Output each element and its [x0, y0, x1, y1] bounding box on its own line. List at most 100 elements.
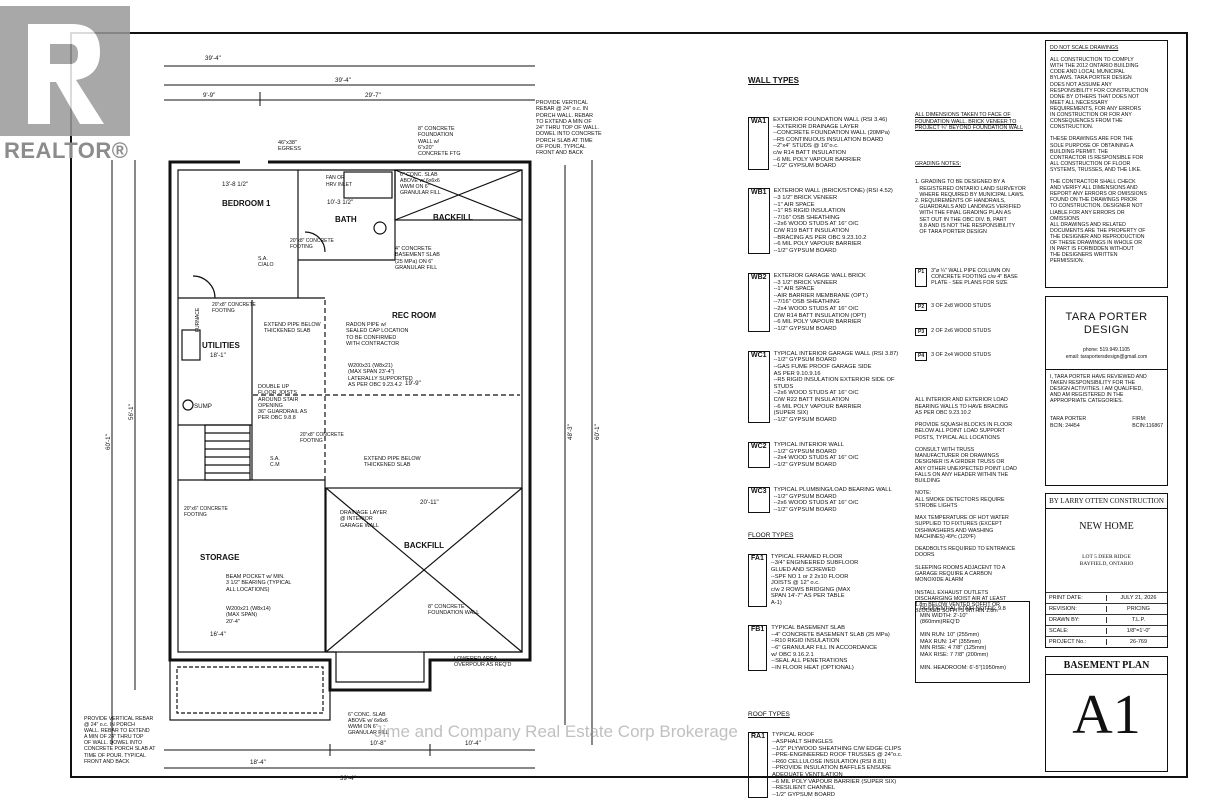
note-beam-2: W200x21 (W8x14) (MAX SPAN) 20'-4" — [226, 606, 271, 625]
stair-notes-body: MIN WIDTH: 2'-10" (860mm)REQ'D MIN RUN: … — [920, 612, 1007, 671]
tb-row-revision: REVISION:PRICING — [1046, 603, 1167, 614]
dim-top-second: 39'-4" — [335, 77, 351, 84]
dim-left-overall: 60'-1" — [105, 434, 112, 450]
floor-type-text: TYPICAL FRAMED FLOOR --3/4" ENGINEERED S… — [770, 553, 859, 606]
note-beam: W200x31 (W8x21) (MAX SPAN 23'-4") LATERA… — [348, 363, 413, 388]
post-text: 2 OF 2x6 WOOD STUDS — [931, 327, 991, 334]
dim-right-overall: 60'-1" — [594, 424, 601, 440]
foundation-wall-inner — [177, 169, 523, 683]
realtor-r-icon — [0, 6, 130, 136]
garage-dim: 20'-11" — [420, 499, 439, 506]
project-address: LOT 5 DEER RIDGE BAYFIELD, ONTARIO — [1079, 554, 1134, 567]
garage-backfill-area — [325, 487, 523, 653]
util-dim: 18'-1" — [210, 352, 226, 359]
floor-type-tag: FA1 — [748, 553, 767, 607]
note-lowered-area: LOWERED AREA OVERPOUR AS REQ'D — [454, 656, 512, 669]
note-concrete-foundation: 8" CONCRETE FOUNDATION WALL w/ 6"x20" CO… — [418, 126, 461, 158]
note-footing-1: 20"x8" CONCRETE FOOTING — [290, 238, 334, 250]
designer-signature: TARA PORTER BCIN: 24454 — [1050, 416, 1087, 429]
project-title-block: BY LARRY OTTEN CONSTRUCTION NEW HOME LOT… — [1045, 493, 1168, 648]
floor-type-text: TYPICAL BASEMENT SLAB --4" CONCRETE BASE… — [771, 625, 890, 671]
note-concrete-slab-top: 6" CONC. SLAB ABOVE w/ 6x6x6 WWM ON 6" G… — [400, 172, 441, 197]
drawing-sheet-border — [70, 32, 1188, 778]
builder-name: BY LARRY OTTEN CONSTRUCTION — [1046, 494, 1167, 509]
tb-label: SCALE: — [1049, 628, 1069, 634]
rec-dim: 19'-9" — [405, 380, 421, 387]
stair — [204, 424, 251, 481]
basement-floor-plan: 39'-4" 39'-4" 9'-9" 29'-7" 18'-4" 10'-8"… — [105, 55, 601, 782]
note-vertical-rebar-bottom: PROVIDE VERTICAL REBAR @ 24" o.c. IN POR… — [84, 716, 156, 765]
tb-value: 1/8"=1'-0" — [1106, 628, 1167, 634]
tb-row-drawn-by: DRAWN BY:T.L.P. — [1046, 614, 1167, 625]
roof-type-tag: RA1 — [748, 732, 769, 799]
designer-name-line1: TARA PORTER — [1065, 311, 1148, 323]
wall-types-heading: WALL TYPES — [748, 75, 799, 85]
grading-heading: GRADING NOTES: — [915, 160, 961, 167]
wall-type-text: EXTERIOR GARAGE WALL BRICK --3 1/2" BRIC… — [773, 272, 868, 332]
designer-name-line2: DESIGN — [1083, 324, 1130, 336]
post-tag: P3 — [915, 327, 928, 336]
wall-type-tag: WC2 — [748, 442, 770, 469]
room-label-utilities: UTILITIES — [202, 341, 240, 350]
note-radon: RADON PIPE w/ SEALED CAP LOCATION TO BE … — [346, 322, 409, 347]
general-notes-body: ALL INTERIOR AND EXTERIOR LOAD BEARING W… — [915, 397, 1017, 615]
tb-label: PROJECT No.: — [1049, 639, 1087, 645]
porch-front — [169, 659, 331, 721]
sheet-title: BASEMENT PLAN — [1046, 657, 1167, 675]
wall-type-text: TYPICAL INTERIOR WALL --1/2" GYPSUM BOAR… — [773, 442, 859, 468]
bathtub — [343, 171, 393, 199]
tb-value: T.L.P. — [1106, 617, 1167, 623]
door-swing-bedroom — [192, 275, 216, 299]
dim-bottom-left: 18'-4" — [250, 759, 266, 766]
wall-type-text: EXTERIOR FOUNDATION WALL (RSI 3.46) --EX… — [773, 117, 890, 170]
post-tag: P1 — [915, 268, 928, 287]
sump-label: SUMP — [194, 403, 212, 410]
note-footing-4: 20"x6" CONCRETE FOOTING — [184, 506, 228, 518]
floor-types-heading: FLOOR TYPES — [748, 531, 794, 539]
post-text: 3"ø ¼" WALL PIPE COLUMN ON CONCRETE FOOT… — [931, 268, 1018, 287]
designer-statement: I, TARA PORTER HAVE REVIEWED AND TAKEN R… — [1050, 374, 1147, 405]
tb-row-print-date: PRINT DATE:JULY 21, 2026 — [1046, 592, 1167, 603]
sheet-number: A1 — [1072, 684, 1141, 746]
note-concrete-foundation-2: 8" CONCRETE FOUNDATION WALL — [428, 604, 480, 617]
bath-dim: 10'-3 1/2" — [327, 199, 353, 206]
tb-row-scale: SCALE: 1/8"=1'-0" — [1046, 625, 1167, 636]
disclaimer-box: DO NOT SCALE DRAWINGS ALL CONSTRUCTION T… — [1045, 40, 1168, 288]
wall-type-tag: WC1 — [748, 350, 770, 424]
dimensions-note: ALL DIMENSIONS TAKEN TO FACE OF FOUNDATI… — [915, 112, 1024, 131]
post-tag: P2 — [915, 303, 928, 312]
note-footing-2: 20"x8" CONCRETE FOOTING — [212, 302, 256, 314]
roof-type-text: TYPICAL ROOF --ASPHALT SHINGLES --1/2" P… — [772, 732, 903, 798]
realtor-brand-text: REALTOR® — [4, 138, 129, 163]
listing-watermark: Jime and Company Real Estate Corp Broker… — [374, 722, 738, 741]
note-sacm-2: S.A. C.M — [270, 456, 280, 468]
dim-bottom-right: 10'-4" — [465, 740, 481, 747]
room-label-rec: REC ROOM — [392, 311, 436, 320]
realtor-watermark: REALTOR® — [0, 0, 150, 165]
room-label-bath: BATH — [335, 215, 357, 224]
tb-value: PRICING — [1106, 606, 1167, 612]
wall-type-text: EXTERIOR WALL (BRICK/STONE) (RSI 4.52) -… — [773, 188, 893, 254]
dim-bottom-overall: 39'-4" — [340, 775, 356, 782]
note-footing-3: 20"x8" CONCRETE FOOTING — [300, 432, 344, 444]
wall-type-text: TYPICAL INTERIOR GARAGE WALL (RSI 3.87) … — [773, 350, 899, 423]
fan-label: FAN OR HRV INLET — [326, 175, 353, 189]
note-sacm: S.A. C/ALO — [258, 256, 274, 268]
tb-label: PRINT DATE: — [1049, 595, 1083, 601]
note-drainage: DRAINAGE LAYER @ INTERIOR GARAGE WALL — [340, 510, 387, 529]
tb-row-project-no: PROJECT No.:26-769 — [1046, 636, 1167, 647]
disclaimer-title: DO NOT SCALE DRAWINGS — [1050, 45, 1119, 51]
roof-types-heading: ROOF TYPES — [748, 710, 790, 718]
grading-notes: 1. GRADING TO BE DESIGNED BY A REGISTERE… — [915, 179, 1026, 236]
